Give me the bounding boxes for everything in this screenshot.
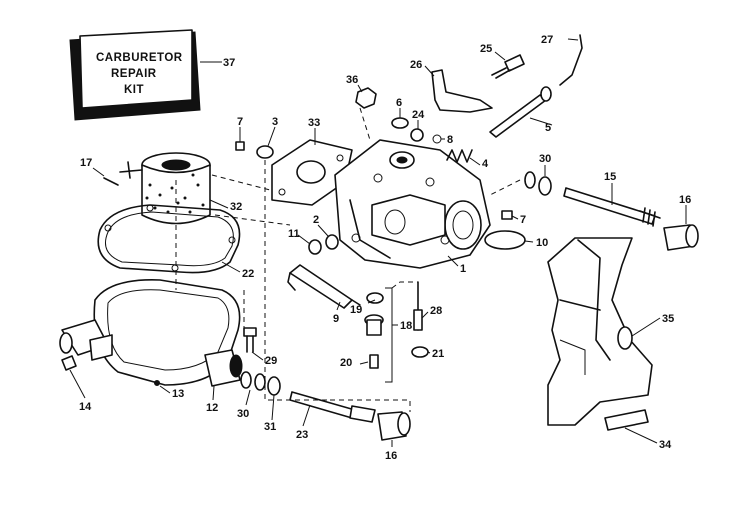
callout-6: 6 (396, 97, 402, 109)
needle-part-28 (413, 281, 423, 331)
callout-30: 30 (539, 153, 551, 165)
callout-labels: 37 7 3 33 36 6 24 8 26 25 27 5 4 30 15 1… (79, 34, 691, 462)
callout-27: 27 (541, 34, 553, 46)
callout-10: 10 (536, 237, 548, 249)
callout-16: 16 (679, 194, 691, 206)
bowl-screw-part (243, 327, 257, 353)
mounting-gasket-part (271, 139, 353, 206)
ball-part-8 (432, 134, 442, 144)
kit-label-line3: KIT (124, 84, 144, 96)
alignment-lines (175, 107, 521, 412)
callout-21: 21 (432, 348, 444, 360)
plug-part-6 (391, 117, 409, 129)
washer-part-21 (411, 346, 429, 358)
callout-7-right: 7 (520, 214, 526, 226)
packing-nut-part-16b (377, 411, 411, 441)
nut-part (355, 87, 377, 109)
callout-5: 5 (545, 122, 551, 134)
washer-part-30b (538, 176, 552, 196)
callout-22: 22 (242, 268, 254, 280)
kit-label-line2: REPAIR (111, 68, 157, 80)
callout-15: 15 (604, 171, 616, 183)
callout-16-lower: 16 (385, 450, 397, 462)
float-bowl-part (59, 279, 243, 387)
callout-3: 3 (272, 116, 278, 128)
washer-part-11 (308, 239, 322, 255)
bracket-part-35 (547, 237, 653, 426)
callout-4: 4 (482, 158, 489, 170)
callout-13: 13 (172, 388, 184, 400)
callout-19: 19 (350, 304, 362, 316)
washer-part-24 (410, 128, 424, 142)
packing-nut-part-16a (663, 224, 699, 251)
washer-part-2 (325, 234, 339, 250)
callout-17: 17 (80, 157, 92, 169)
repair-kit-box: CARBURETOR REPAIR KIT (69, 29, 222, 121)
adjust-screw-part (491, 54, 525, 79)
carburetor-body-part (334, 139, 491, 269)
needle-valve-part (563, 187, 661, 227)
plug-part-14 (61, 355, 77, 371)
callout-18: 18 (400, 320, 412, 332)
callout-36: 36 (346, 74, 358, 86)
callout-20: 20 (340, 357, 352, 369)
callout-9: 9 (333, 313, 339, 325)
washer-part-19 (366, 292, 384, 304)
callout-7: 7 (237, 116, 243, 128)
check-ball-part (154, 380, 160, 386)
washer-set-part (240, 371, 281, 396)
spring-part-4 (446, 149, 473, 163)
callout-33: 33 (308, 117, 320, 129)
callout-14: 14 (79, 401, 92, 413)
throttle-shaft-part (489, 86, 552, 138)
callout-28: 28 (430, 305, 442, 317)
callout-23: 23 (296, 429, 308, 441)
link-rod-part (559, 34, 583, 86)
callout-30-lower: 30 (237, 408, 249, 420)
kit-label-line1: CARBURETOR (96, 52, 183, 64)
callout-35: 35 (662, 313, 674, 325)
leader-lines (69, 38, 687, 447)
callout-31: 31 (264, 421, 276, 433)
callout-2: 2 (313, 214, 319, 226)
callout-1: 1 (460, 263, 466, 275)
needle-valve-part-23 (289, 391, 376, 423)
jet-part-20 (369, 354, 379, 369)
throttle-plate-part (256, 145, 274, 159)
pad-part-34 (604, 409, 649, 431)
bracket-18 (385, 287, 393, 383)
washer-part-30a (524, 171, 536, 189)
callout-26: 26 (410, 59, 422, 71)
main-jet-part (364, 314, 384, 336)
screw-part-7a (235, 141, 245, 151)
callout-29: 29 (265, 355, 277, 367)
callout-24: 24 (412, 109, 425, 121)
choke-rod-part (287, 264, 361, 309)
callout-32: 32 (230, 201, 242, 213)
callout-37: 37 (223, 57, 235, 69)
callout-25: 25 (480, 43, 492, 55)
throttle-valve-part (484, 230, 526, 250)
callout-12: 12 (206, 402, 218, 414)
throttle-lever-part (431, 69, 493, 113)
callout-11: 11 (288, 228, 300, 240)
callout-34: 34 (659, 439, 672, 451)
float-pin-part (103, 177, 119, 186)
screw-part-7b (501, 210, 513, 220)
callout-8: 8 (447, 134, 453, 146)
gasket-part (97, 204, 241, 274)
